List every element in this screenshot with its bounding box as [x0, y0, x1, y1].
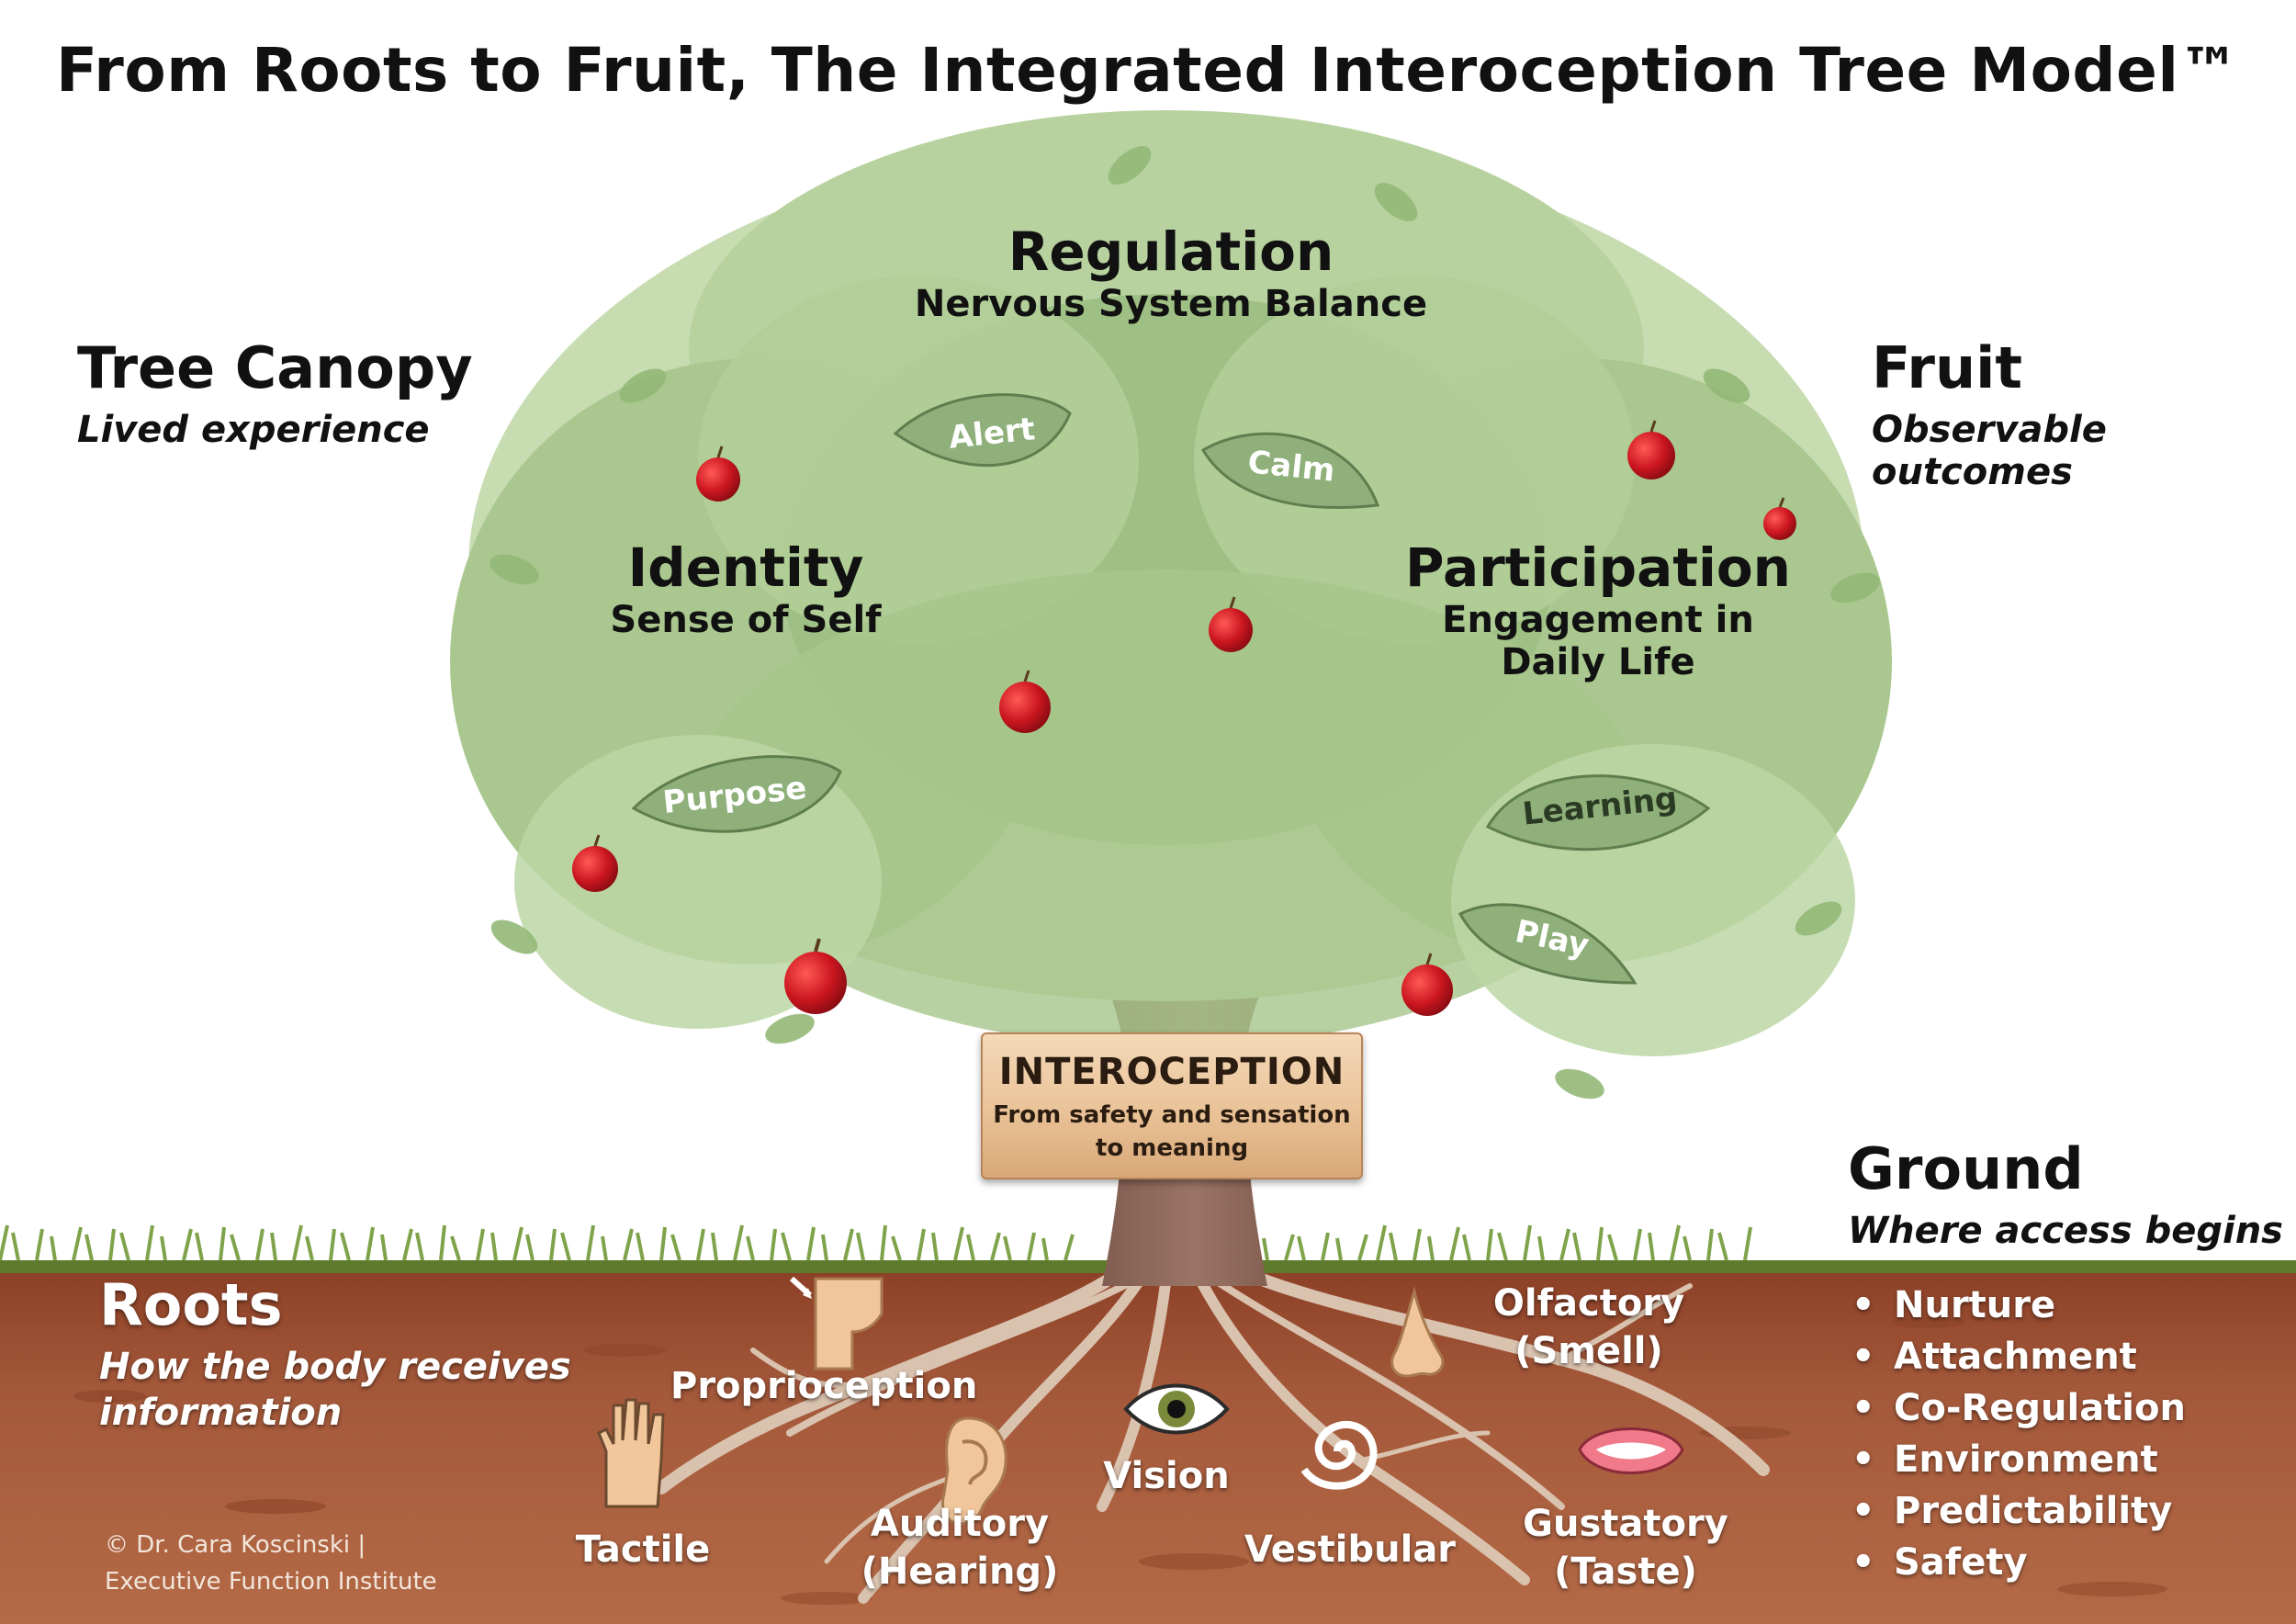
ground-item: Nurture	[1851, 1284, 2186, 1326]
regulation-subtitle: Nervous System Balance	[914, 283, 1428, 325]
identity-heading: Identity	[627, 536, 864, 599]
canopy-legend: Tree Canopy Lived experience	[77, 334, 473, 451]
eye-icon	[1123, 1383, 1230, 1435]
participation-label: Participation Engagement in Daily Life	[1387, 536, 1809, 683]
participation-subtitle-line1: Engagement in	[1442, 599, 1754, 641]
grass	[0, 1224, 1752, 1261]
canopy-subtitle: Lived experience	[77, 409, 430, 451]
identity-subtitle: Sense of Self	[610, 599, 882, 641]
sense-gustatory-line2: (Taste)	[1554, 1551, 1697, 1593]
copyright-line2: Executive Function Institute	[105, 1568, 437, 1596]
ear-icon	[941, 1416, 1007, 1526]
identity-label: Identity Sense of Self	[562, 536, 929, 641]
ground-list: Nurture Attachment Co-Regulation Environ…	[1851, 1284, 2186, 1593]
leaf-tag-alert-shape	[893, 393, 1072, 468]
fruit-legend: Fruit Observable outcomes	[1872, 334, 2296, 493]
sense-vision: Vision	[1103, 1455, 1230, 1497]
sign-line1: From safety and sensation	[993, 1101, 1351, 1129]
ground-item: Attachment	[1851, 1336, 2186, 1378]
apples	[572, 420, 1796, 1016]
apple	[999, 670, 1051, 733]
fruit-heading: Fruit	[1872, 334, 2022, 401]
apple	[1401, 953, 1453, 1016]
fruit-subtitle: Observable outcomes	[1872, 409, 2107, 493]
apple	[1627, 420, 1675, 479]
regulation-heading: Regulation	[1007, 220, 1334, 283]
sense-gustatory: Gustatory (Taste)	[1506, 1503, 1745, 1593]
participation-subtitle-line2: Daily Life	[1501, 641, 1695, 683]
tree-roots	[655, 1252, 1770, 1604]
sign-heading: INTEROCEPTION	[998, 1051, 1345, 1093]
sense-vestibular: Vestibular	[1244, 1528, 1457, 1571]
apple	[572, 834, 618, 892]
leaf-tags	[631, 393, 1711, 985]
leaf-tag-play-shape	[1458, 903, 1638, 985]
roots-heading: Roots	[99, 1271, 283, 1338]
leaf-tag-learning-shape	[1485, 774, 1711, 851]
apple	[696, 445, 740, 502]
ground-item: Predictability	[1851, 1490, 2186, 1532]
leaf-tag-purpose-shape	[631, 755, 842, 833]
copyright-line1: © Dr. Cara Koscinski |	[105, 1531, 366, 1559]
canopy-heading: Tree Canopy	[77, 334, 473, 401]
knee-joint-icon	[789, 1276, 884, 1370]
spiral-icon	[1300, 1420, 1378, 1490]
sense-gustatory-line1: Gustatory	[1523, 1503, 1728, 1545]
mouth-icon	[1578, 1427, 1684, 1474]
ground-item: Co-Regulation	[1851, 1387, 2186, 1429]
ground-item: Safety	[1851, 1541, 2186, 1584]
leaf-tag-calm-shape	[1200, 432, 1380, 509]
regulation-label: Regulation Nervous System Balance	[895, 220, 1446, 325]
roots-subtitle-line2: information	[99, 1392, 343, 1434]
sense-auditory-line2: (Hearing)	[861, 1551, 1059, 1593]
sense-tactile: Tactile	[575, 1528, 711, 1571]
sense-olfactory-line2: (Smell)	[1514, 1330, 1663, 1372]
sign-line2: to meaning	[1095, 1134, 1249, 1162]
apple	[1209, 596, 1253, 652]
roots-legend: Roots How the body receives information	[99, 1271, 571, 1434]
sense-olfactory-line1: Olfactory	[1492, 1282, 1685, 1325]
sense-auditory: Auditory (Hearing)	[831, 1503, 1088, 1593]
ground-heading: Ground	[1848, 1135, 2084, 1202]
sense-auditory-line1: Auditory	[870, 1503, 1050, 1545]
ground-item: Environment	[1851, 1438, 2186, 1481]
copyright: © Dr. Cara Koscinski | Executive Functio…	[105, 1527, 437, 1600]
sense-olfactory: Olfactory (Smell)	[1469, 1282, 1708, 1372]
sense-proprioception: Proprioception	[670, 1365, 978, 1407]
page-title: From Roots to Fruit, The Integrated Inte…	[55, 35, 2241, 106]
participation-heading: Participation	[1405, 536, 1791, 599]
hand-icon	[597, 1398, 665, 1508]
ground-subtitle: Where access begins	[1848, 1210, 2283, 1252]
apple	[1763, 497, 1796, 540]
roots-subtitle-line1: How the body receives	[99, 1346, 571, 1388]
apple	[784, 938, 847, 1014]
nose-icon	[1390, 1286, 1445, 1378]
interoception-sign: INTEROCEPTION From safety and sensation …	[981, 1032, 1363, 1179]
ground-legend: Ground Where access begins	[1848, 1135, 2283, 1252]
